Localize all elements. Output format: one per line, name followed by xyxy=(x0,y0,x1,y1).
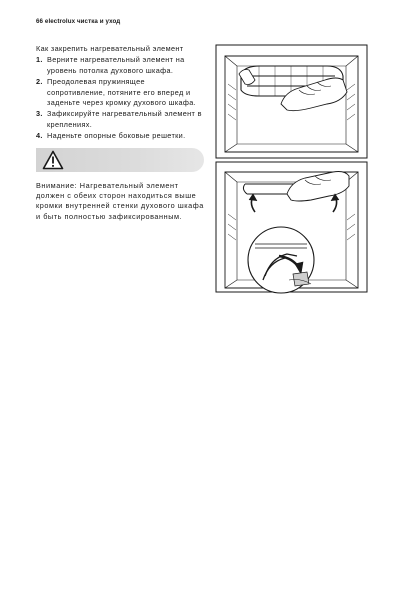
step-text: Зафиксируйте нагревательный элемент в кр… xyxy=(47,109,202,129)
instructions-column: Как закрепить нагревательный элемент 1. … xyxy=(36,44,204,222)
warning-text: Внимание: Нагревательный элемент должен … xyxy=(36,180,204,221)
step-2: 2. Преодолевая пружинящее сопротивление,… xyxy=(36,77,204,108)
step-text: Верните нагревательный элемент на уровен… xyxy=(47,55,185,75)
step-number: 2. xyxy=(36,77,43,87)
illustration-panel-top xyxy=(215,44,368,159)
step-3: 3. Зафиксируйте нагревательный элемент в… xyxy=(36,109,204,130)
step-1: 1. Верните нагревательный элемент на уро… xyxy=(36,55,204,76)
oven-illustration xyxy=(215,44,368,294)
step-number: 1. xyxy=(36,55,43,65)
warning-banner xyxy=(36,147,204,172)
step-number: 4. xyxy=(36,131,43,141)
step-4: 4. Наденьте опорные боковые решетки. xyxy=(36,131,204,141)
illustration-panel-bottom xyxy=(215,161,368,294)
warning-triangle-icon xyxy=(42,150,64,169)
page-header: 66 electrolux чистка и уход xyxy=(36,18,121,25)
steps-list: 1. Верните нагревательный элемент на уро… xyxy=(36,55,204,141)
section-title: Как закрепить нагревательный элемент xyxy=(36,44,184,53)
step-text: Наденьте опорные боковые решетки. xyxy=(47,131,186,141)
step-number: 3. xyxy=(36,109,43,119)
step-text: Преодолевая пружинящее сопротивление, по… xyxy=(47,77,197,108)
